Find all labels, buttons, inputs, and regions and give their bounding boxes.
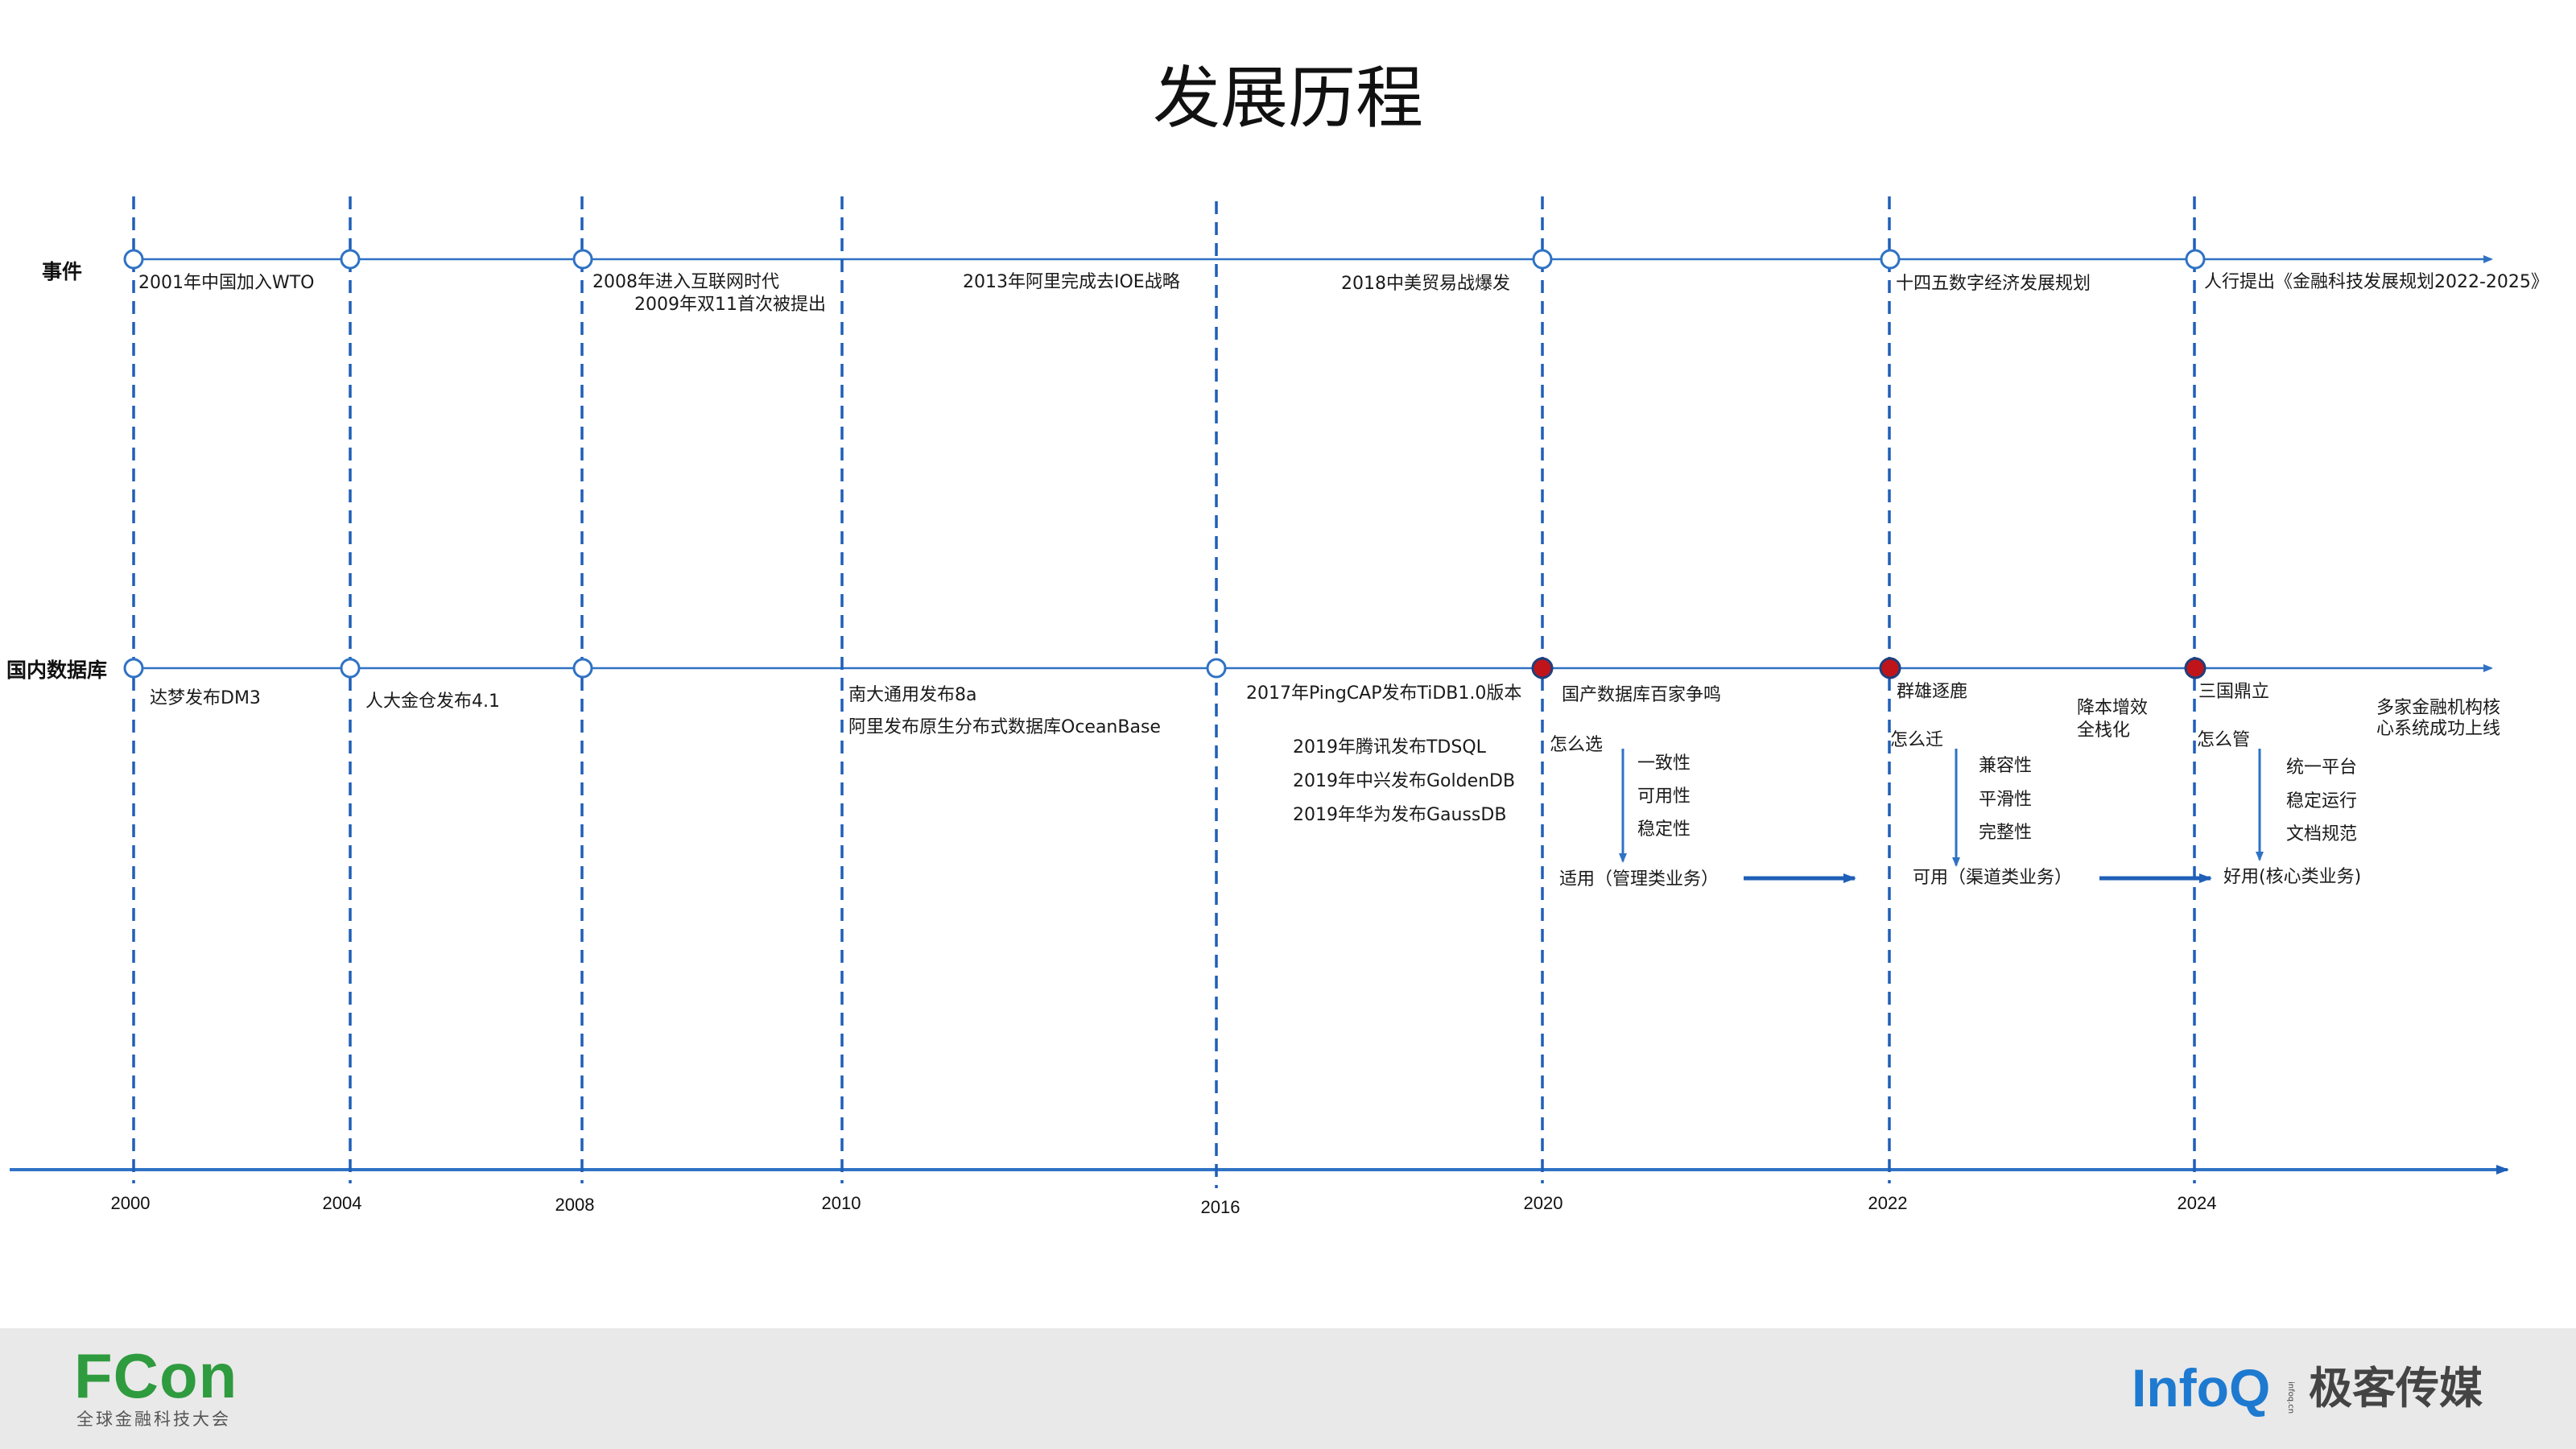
year-label-2024: 2024 [2177,1193,2217,1213]
db-oceanbase: 阿里发布原生分布式数据库OceanBase [848,717,1161,737]
db-marker-2020 [1531,657,1554,679]
event-2022-fintech-plan: 人行提出《金融科技发展规划2022-2025》 [2204,272,2549,292]
year-label-2022: 2022 [1868,1193,1908,1213]
phase1-result: 适用（管理类业务） [1559,869,1719,890]
phase2-item-smooth: 平滑性 [1979,790,2033,810]
geek-media-logo: 极客传媒 [2309,1363,2483,1414]
year-label-2008: 2008 [555,1195,595,1215]
db-gaussdb: 2019年华为发布GaussDB [1293,805,1507,825]
phase2-item-complete: 完整性 [1979,823,2033,843]
db-tidb: 2017年PingCAP发布TiDB1.0版本 [1246,683,1522,704]
event-marker-2004 [340,249,361,270]
event-2008-internet: 2008年进入互联网时代 [592,272,779,292]
event-2013-ioe: 2013年阿里完成去IOE战略 [963,272,1180,292]
year-label-2016: 2016 [1200,1197,1241,1217]
phase3-item-docs: 文档规范 [2286,824,2358,844]
db-marker-2022 [1879,657,1901,679]
phase1-item-availability: 可用性 [1637,786,1691,807]
event-2021-14th-plan: 十四五数字经济发展规划 [1896,274,2091,294]
db-duojia-line2: 心系统成功上线 [2376,719,2501,739]
db-marker-2004 [340,658,361,679]
db-jiangben-line1: 降本增效 [2077,698,2149,718]
year-label-2020: 2020 [1523,1193,1563,1213]
fcon-logo: FCon [74,1340,238,1411]
footer-bar [0,1328,2576,1449]
event-2001-wto: 2001年中国加入WTO [138,273,315,293]
phase2-question: 怎么迁 [1890,730,1944,750]
db-sanguo: 三国鼎立 [2198,682,2270,702]
phase1-item-consistency: 一致性 [1637,753,1691,774]
phase3-item-operation: 稳定运行 [2286,791,2358,811]
db-goldendb: 2019年中兴发布GoldenDB [1293,771,1516,791]
phase3-item-platform: 统一平台 [2286,758,2358,778]
infoq-logo: InfoQ [2132,1358,2271,1418]
phase2-result: 可用（渠道类业务） [1913,868,2073,888]
db-gbase: 南大通用发布8a [848,685,977,705]
phase2-item-compat: 兼容性 [1979,756,2033,776]
year-label-2004: 2004 [322,1193,362,1213]
db-kingbase: 人大金仓发布4.1 [365,691,500,712]
phase1-question: 怎么选 [1550,735,1604,755]
db-duojia-line1: 多家金融机构核 [2376,698,2501,718]
db-tdsql: 2019年腾讯发布TDSQL [1293,737,1486,758]
db-qunxiong: 群雄逐鹿 [1897,682,1968,702]
year-label-2000: 2000 [110,1193,151,1213]
db-jiangben-line2: 全栈化 [2077,720,2131,741]
event-2009-double11: 2009年双11首次被提出 [634,295,826,315]
infoq-tiny-text: infoq.cn [2286,1381,2295,1414]
db-row-label: 国内数据库 [6,658,108,682]
db-marker-2008 [572,658,593,679]
event-2018-tradewar: 2018中美贸易战爆发 [1341,274,1510,294]
phase3-question: 怎么管 [2197,730,2251,750]
event-marker-2000 [123,249,144,270]
db-baijia: 国产数据库百家争鸣 [1562,685,1722,705]
event-marker-2022 [1880,249,1901,270]
events-row-label: 事件 [42,260,83,283]
event-marker-2024 [2185,249,2206,270]
db-dm3: 达梦发布DM3 [150,688,261,708]
year-label-2010: 2010 [821,1193,861,1213]
db-marker-2024 [2184,657,2207,679]
db-marker-2000 [123,658,144,679]
fcon-subtitle: 全球金融科技大会 [76,1410,231,1429]
event-marker-2008 [572,249,593,270]
phase3-result: 好用(核心类业务) [2223,867,2362,887]
page-title: 发展历程 [1152,59,1423,138]
db-marker-2016 [1206,658,1227,679]
event-marker-2020 [1532,249,1553,270]
phase1-item-stability: 稳定性 [1637,819,1691,840]
